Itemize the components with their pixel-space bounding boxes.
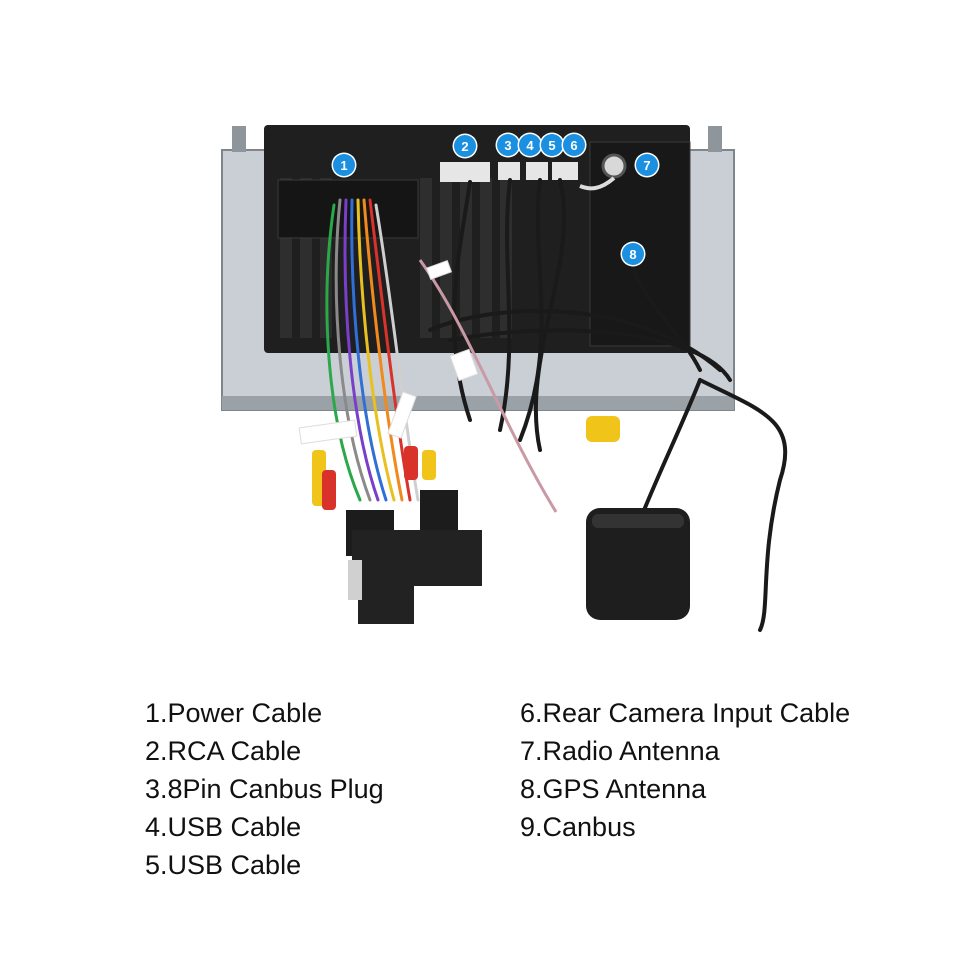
gps-antenna-block	[586, 508, 690, 620]
legend-right-column: 6.Rear Camera Input Cable 7.Radio Antenn…	[520, 694, 850, 846]
legend-item-usb-cable-1: 4.USB Cable	[145, 812, 302, 842]
usb-connector-a	[526, 162, 548, 180]
callout-8: 8	[622, 243, 644, 265]
legend-item-power-cable: 1.Power Cable	[145, 698, 323, 728]
callout-2: 2	[454, 135, 476, 157]
product-figure: 1 2 3 4 5 6 7 8	[221, 125, 788, 632]
black-cables	[428, 178, 788, 632]
legend-item-canbus-plug: 3.8Pin Canbus Plug	[145, 774, 384, 804]
usb-connector-b	[552, 162, 578, 180]
rca-connector	[440, 162, 490, 182]
legend-item-rca-cable: 2.RCA Cable	[145, 736, 302, 766]
legend-item-gps-antenna: 8.GPS Antenna	[520, 774, 707, 804]
legend-item-rear-camera-cable: 6.Rear Camera Input Cable	[520, 698, 851, 728]
legend-item-canbus: 9.Canbus	[520, 812, 636, 842]
rca-plugs	[312, 416, 620, 510]
callout-1: 1	[333, 154, 355, 176]
cable-tags	[298, 259, 479, 445]
legend-item-usb-cable-2: 5.USB Cable	[145, 850, 302, 880]
canbus-plug	[346, 490, 482, 624]
radio-antenna-cable	[579, 176, 616, 191]
canbus-connector	[498, 162, 520, 180]
legend-left-column: 1.Power Cable 2.RCA Cable 3.8Pin Canbus …	[145, 694, 384, 884]
callout-7: 7	[636, 154, 658, 176]
chassis-bottom-edge	[222, 396, 734, 410]
chassis-bracket-right	[708, 126, 722, 152]
callout-4: 4	[519, 134, 541, 156]
pink-wire	[418, 259, 558, 513]
callout-5: 5	[541, 134, 563, 156]
callout-3: 3	[497, 134, 519, 156]
legend-item-radio-antenna: 7.Radio Antenna	[520, 736, 720, 766]
callout-6: 6	[563, 134, 585, 156]
head-unit-wiring-illustration	[221, 125, 788, 632]
power-socket	[277, 179, 419, 239]
chassis-bracket-left	[232, 126, 246, 152]
radio-antenna-socket	[601, 153, 627, 179]
